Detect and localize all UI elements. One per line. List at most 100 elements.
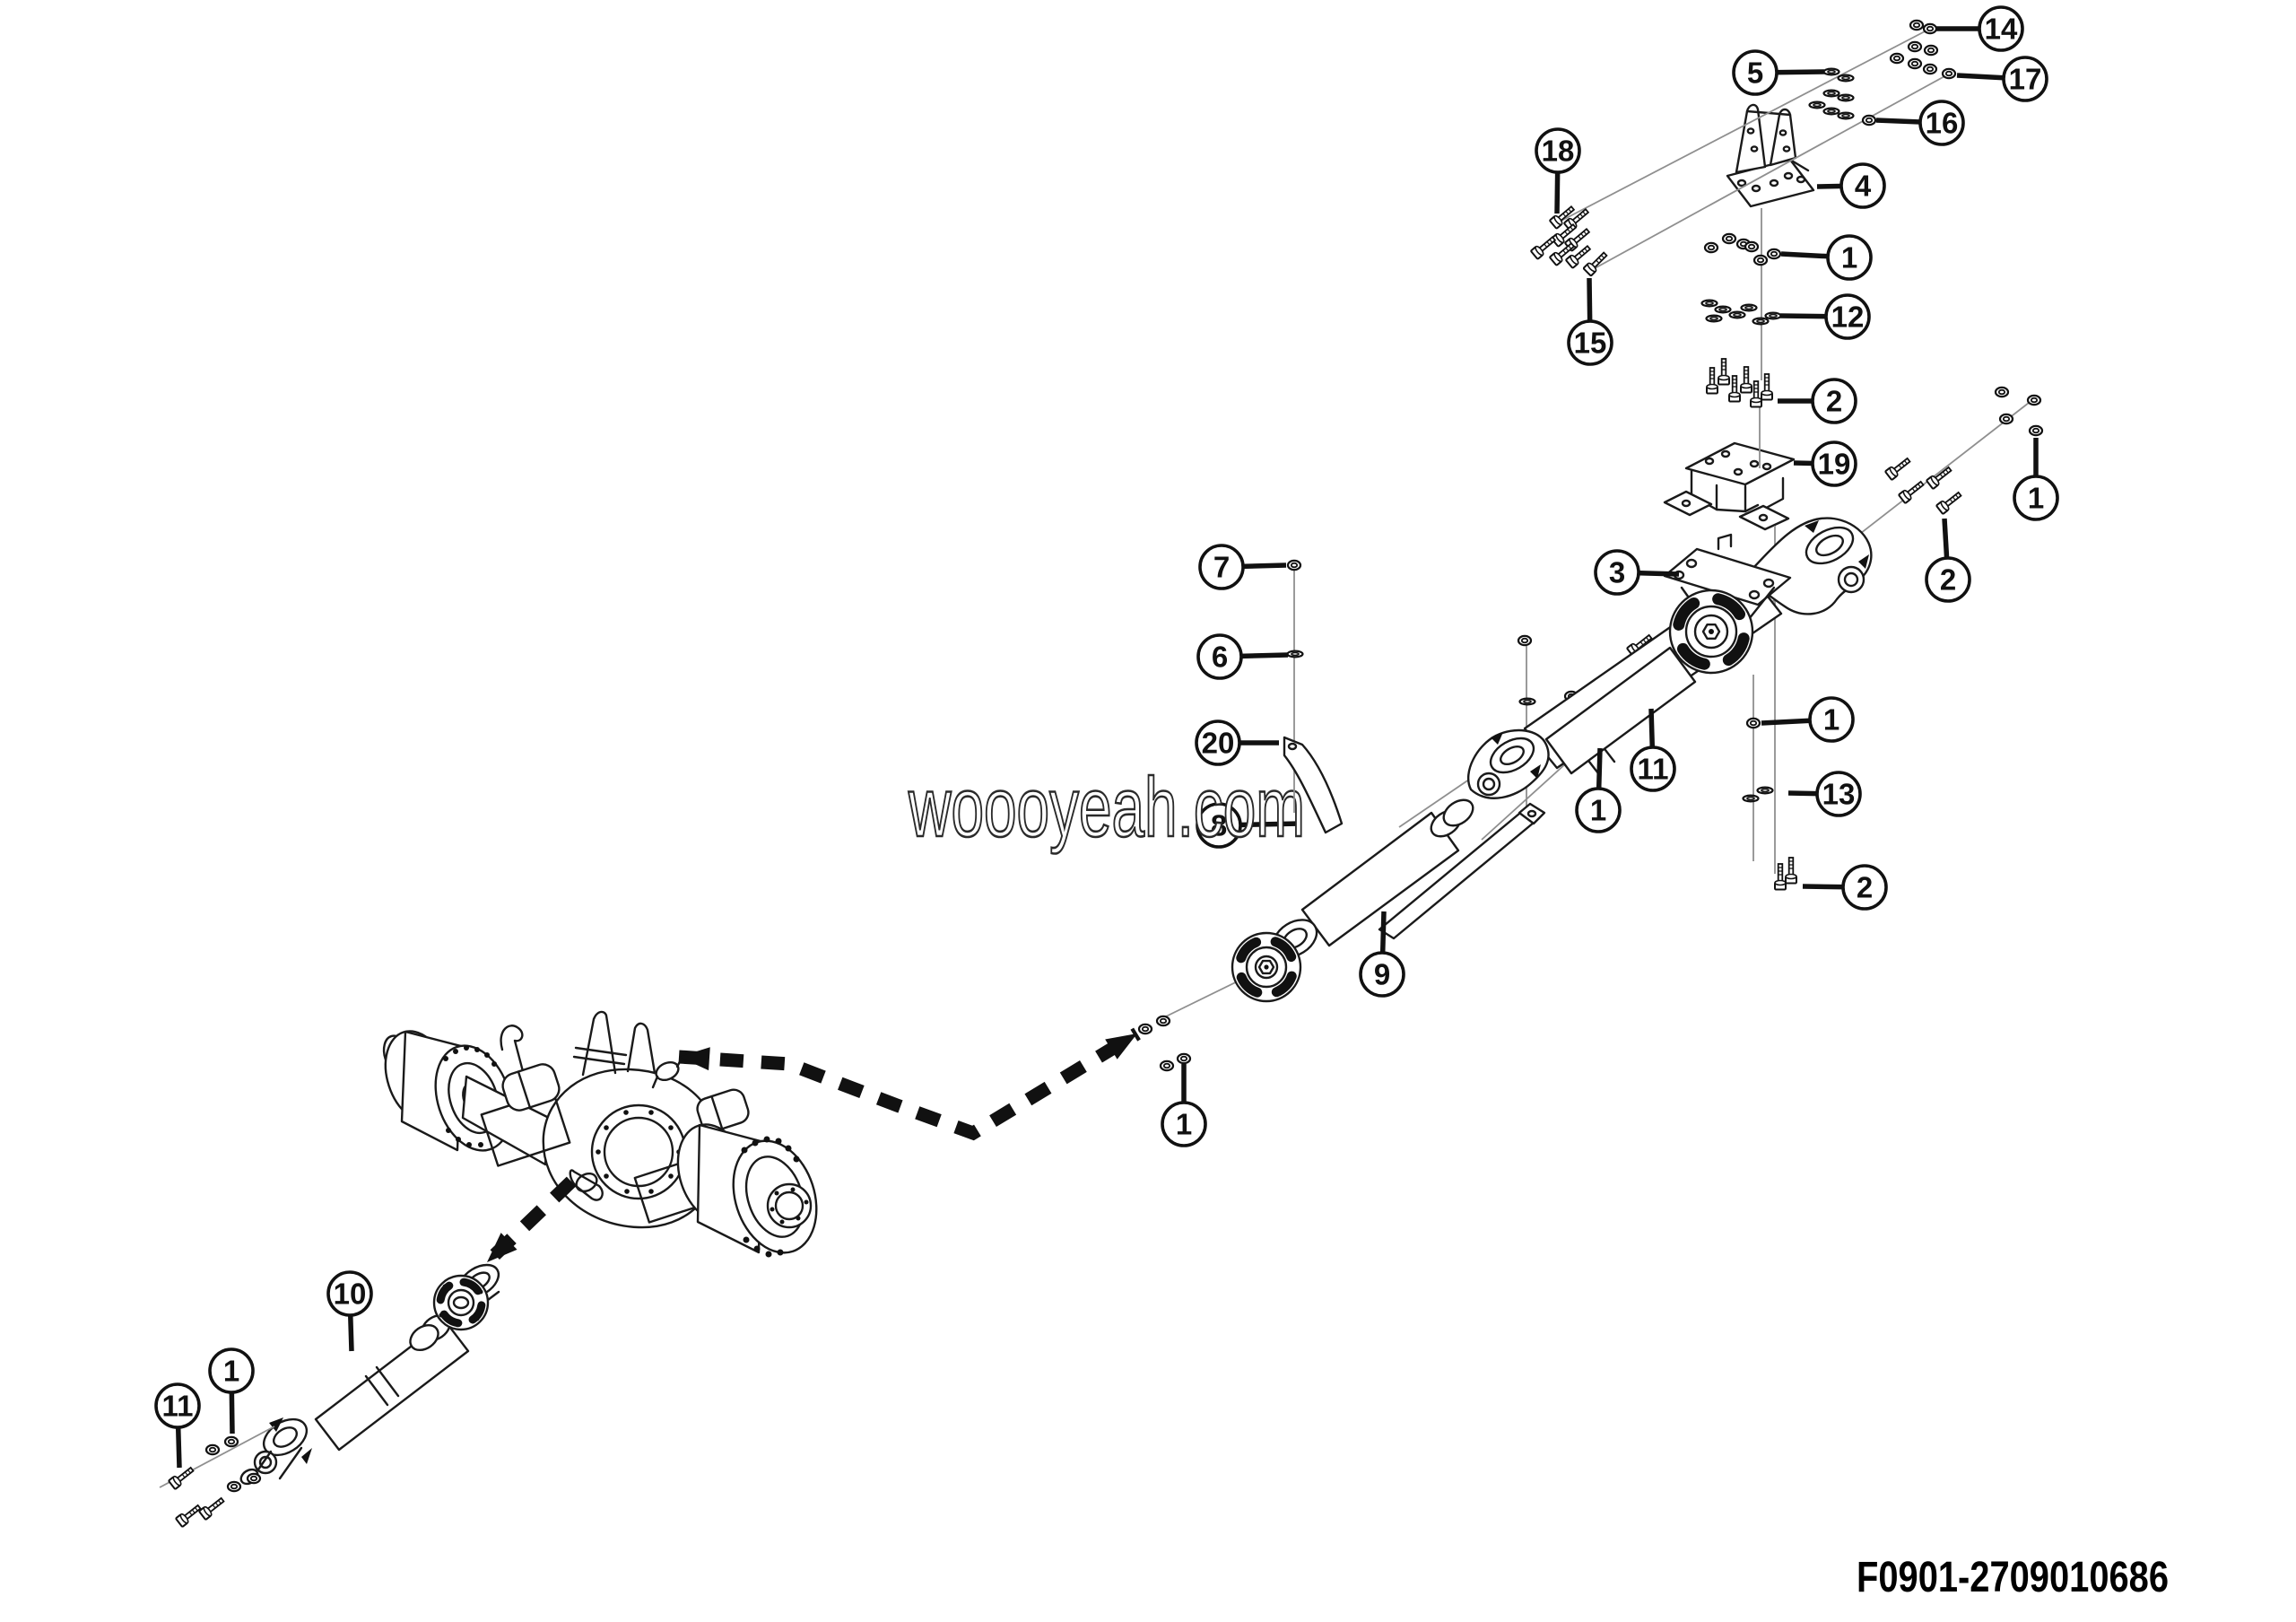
callout-number: 1 xyxy=(2028,482,2044,515)
nut-icon xyxy=(1889,52,1905,65)
callout-circle xyxy=(2013,475,2059,521)
nut-icon xyxy=(204,1443,221,1456)
driveshaft-10 xyxy=(239,1263,500,1486)
construction-line xyxy=(1555,29,1929,224)
callout-1: 1 xyxy=(2013,438,2059,521)
washer-icon xyxy=(1822,89,1840,98)
callout-circle xyxy=(154,1382,201,1429)
washer-icon xyxy=(1756,786,1774,795)
callout-circle xyxy=(1359,951,1405,998)
callout-number: 11 xyxy=(162,1390,194,1423)
callout-number: 12 xyxy=(1831,301,1865,334)
callout-15: 15 xyxy=(1567,277,1613,366)
callout-4: 4 xyxy=(1816,162,1886,209)
callout-circle xyxy=(1824,293,1871,340)
callout-5: 5 xyxy=(1732,49,1825,96)
callout-circle xyxy=(2002,56,2048,102)
callout-number: 17 xyxy=(2009,63,2042,96)
bolt-icon xyxy=(1549,205,1576,230)
washer-icon xyxy=(1714,305,1732,314)
callout-circle xyxy=(326,1270,373,1317)
callout-number: 6 xyxy=(1212,641,1228,674)
washer-icon xyxy=(1705,314,1723,323)
bolt-icon xyxy=(1774,863,1787,891)
callout-circle xyxy=(1826,234,1873,281)
callout-circle xyxy=(1630,746,1676,792)
nut-icon xyxy=(1907,40,1923,53)
nut-icon xyxy=(1907,57,1923,70)
callout-circle xyxy=(1811,440,1857,487)
callout-circle xyxy=(1815,771,1862,817)
callout-number: 9 xyxy=(1374,958,1390,991)
bolt-icon xyxy=(198,1496,225,1521)
callout-1: 1 xyxy=(1161,1064,1207,1147)
callout-circle xyxy=(1567,319,1613,366)
bolt-icon xyxy=(1750,380,1762,408)
callout-16: 16 xyxy=(1875,100,1965,146)
bolt-icon xyxy=(1728,375,1741,403)
callout-2: 2 xyxy=(1802,864,1888,911)
callout-19: 19 xyxy=(1793,440,1857,487)
callout-number: 15 xyxy=(1574,327,1607,360)
callout-circle xyxy=(208,1347,255,1394)
bolt-icon xyxy=(1549,241,1576,266)
nut-icon xyxy=(1766,248,1782,260)
callout-circle xyxy=(1196,633,1243,680)
nut-icon xyxy=(1744,240,1760,253)
washer-icon xyxy=(1742,794,1760,803)
callout-circle xyxy=(1841,864,1888,911)
diagram-artwork xyxy=(239,103,1815,1486)
callout-circle xyxy=(1978,5,2024,52)
callout-circle xyxy=(1196,802,1242,849)
callout-circle xyxy=(1198,544,1245,590)
nut-icon xyxy=(1941,67,1957,80)
dashed-link xyxy=(678,1027,1141,1141)
callout-number: 3 xyxy=(1609,556,1625,589)
callout-1: 1 xyxy=(1761,696,1855,743)
watermark-text: woooyeah.com xyxy=(908,760,1305,854)
callout-9: 9 xyxy=(1359,911,1405,998)
nut-icon xyxy=(246,1472,262,1485)
dashed-link-arrowhead xyxy=(679,1047,710,1071)
dashed-link-arrowhead xyxy=(487,1233,517,1262)
callout-number: 1 xyxy=(1823,703,1839,737)
hanger-straps xyxy=(1283,736,1546,940)
callout-14: 14 xyxy=(1935,5,2024,52)
callout-circle xyxy=(1925,556,1971,603)
nut-icon xyxy=(1745,717,1761,729)
callout-number: 7 xyxy=(1213,551,1230,584)
washer-icon xyxy=(1728,310,1746,319)
callout-number: 1 xyxy=(1590,794,1606,827)
callout-number: 11 xyxy=(1638,753,1669,786)
callout-number: 20 xyxy=(1202,727,1235,760)
callout-2: 2 xyxy=(1925,518,1971,603)
nut-icon xyxy=(2026,394,2042,406)
bolt-icon xyxy=(1884,457,1911,481)
washer-icon xyxy=(1837,93,1855,102)
washer-icon xyxy=(1822,67,1840,76)
upper-driveshaft-artwork xyxy=(1231,517,1873,1003)
callout-circle xyxy=(1195,719,1241,766)
callout-12: 12 xyxy=(1779,293,1871,340)
callout-number: 1 xyxy=(223,1355,239,1388)
nut-icon xyxy=(1998,413,2014,425)
bolt-icon xyxy=(1706,367,1718,395)
callout-1: 1 xyxy=(1575,747,1622,833)
bolt-icon xyxy=(175,1504,202,1528)
callout-number: 5 xyxy=(1747,57,1763,90)
bolt-icon xyxy=(1582,251,1608,277)
callout-number: 1 xyxy=(1176,1108,1192,1141)
callout-circle xyxy=(1535,127,1581,174)
washer-icon xyxy=(1837,74,1855,83)
callout-number: 14 xyxy=(1985,13,2018,46)
callout-18: 18 xyxy=(1535,127,1581,214)
callout-1: 1 xyxy=(1780,234,1873,281)
callout-3: 3 xyxy=(1594,549,1680,596)
washer-icon xyxy=(1822,107,1840,116)
callout-circle xyxy=(1811,378,1857,424)
bolt-icon xyxy=(1740,366,1752,394)
callout-circle xyxy=(1839,162,1886,209)
